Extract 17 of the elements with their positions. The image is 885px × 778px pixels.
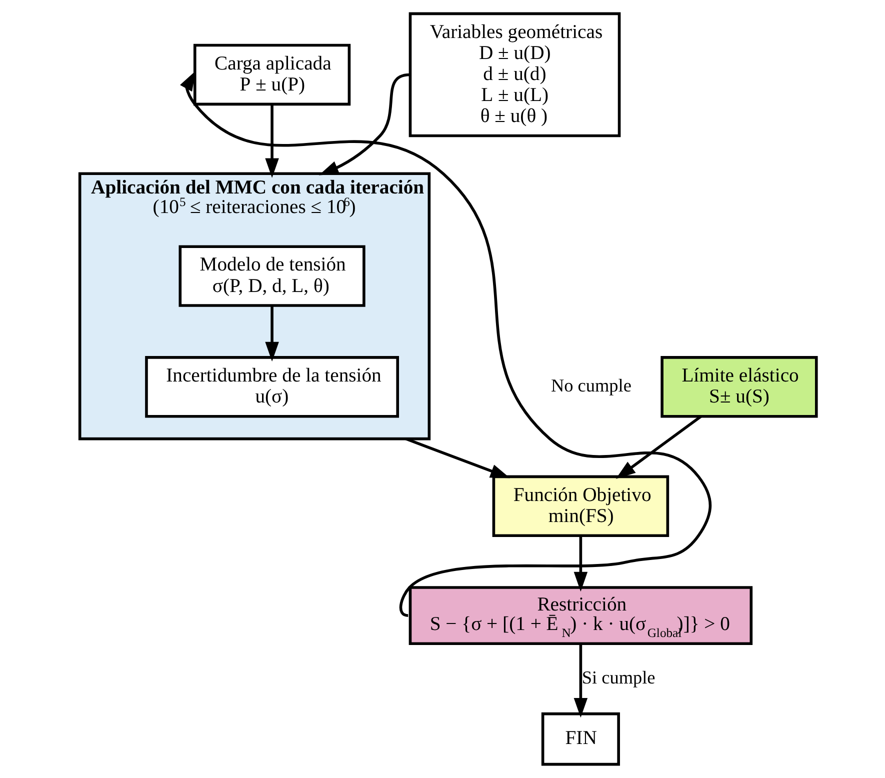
arrow [574,536,588,592]
node-box: Modelo de tensión σ(P, D, d, L, θ) [178,245,366,307]
node-box: Restricción S − {σ + [(1 + Ē$_{N}$) · k · u(σ$_{Global}$)]} > 0 [408,586,753,646]
node-box: Variables geométricas D ± u(D) d ± u(d) L ± u(L) θ ± u(θ ) [408,12,621,138]
arrow [405,438,510,478]
node-box: FIN [541,712,620,766]
node-box: Incertidumbre de la tensión u(σ) [145,356,399,418]
arrow [574,644,588,718]
arrow [265,104,279,178]
node-box: Carga aplicada P ± u(P) [193,44,351,106]
arrow [180,71,712,617]
edge-label: No cumple [550,376,632,396]
edge-label: Si cumple [582,667,656,688]
arrow [265,306,279,362]
arrow [616,415,702,479]
node-box: Límite elástico S± u(S) [660,356,818,418]
node-box: Función Objetivo min(FS) [492,475,670,538]
